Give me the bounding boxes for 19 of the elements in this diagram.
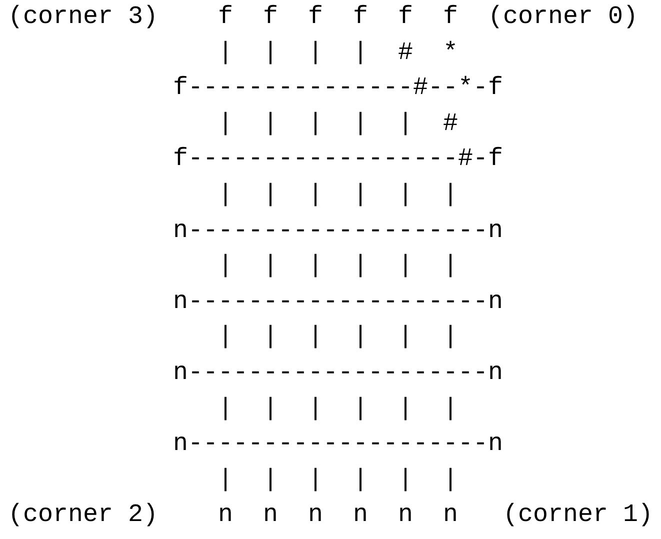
ascii-art-line: n--------------------n [173,357,504,389]
ascii-art-line: | | | | | | [218,321,458,354]
ascii-art-line: n--------------------n [173,214,504,247]
ascii-art-line: | | | | | | [218,179,458,211]
ascii-art-line: n--------------------n [173,428,504,460]
ascii-art-line: | | | | | # [218,108,458,140]
corner-label: (corner 1) [503,499,654,532]
ascii-art-line: | | | | # * [218,36,458,69]
ascii-art-line: n--------------------n [173,286,504,318]
ascii-art-line: n n n n n n [218,499,458,532]
ascii-art-line: | | | | | | [218,464,458,496]
corner-label: (corner 3) [8,1,158,33]
ascii-art-line: f------------------#-f [173,143,504,176]
ascii-art-line: f---------------#--*-f [173,72,504,104]
ascii-art-line: f f f f f f [218,1,458,33]
corner-label: (corner 2) [8,499,158,532]
ascii-art-line: | | | | | | [218,392,458,425]
ascii-art-line: | | | | | | [218,250,458,282]
corner-label: (corner 0) [488,1,638,33]
